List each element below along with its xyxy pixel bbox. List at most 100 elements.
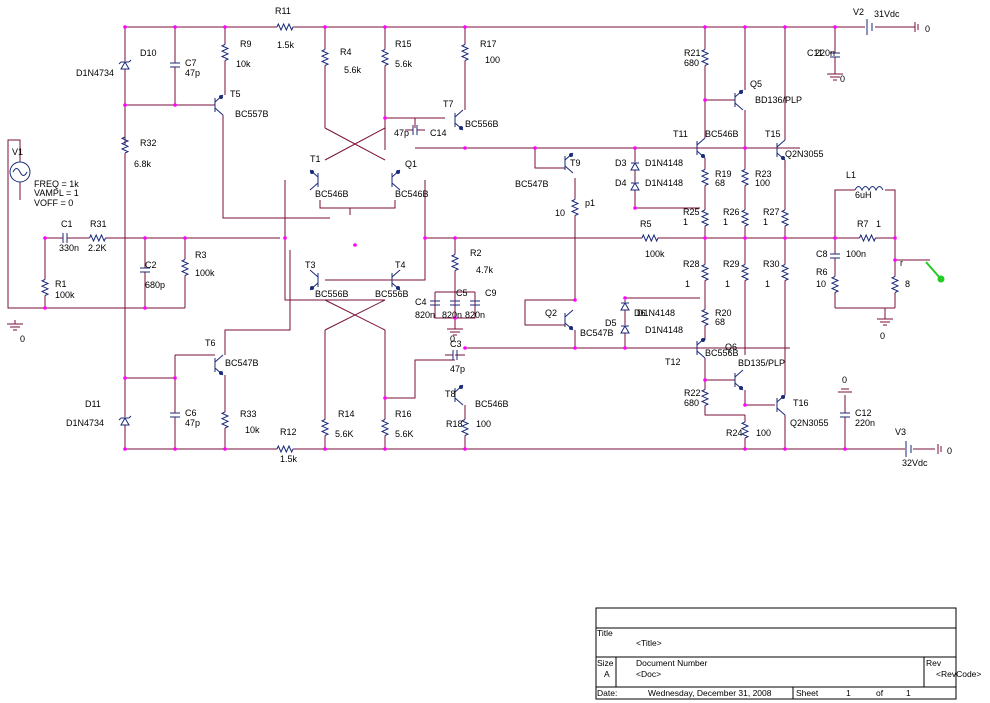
- part-value-r31: 2.2K: [88, 243, 107, 253]
- date-label: Date:: [597, 688, 617, 698]
- part-value-t15: Q2N3055: [785, 149, 824, 159]
- part-value-r16: 5.6K: [395, 429, 414, 439]
- part-ref-r32: R32: [140, 138, 157, 148]
- part-ref-c5: C5: [456, 288, 468, 298]
- part-value-c8: 100n: [846, 249, 866, 259]
- junction-node: [623, 346, 627, 350]
- part-ref-q5: Q5: [750, 79, 762, 89]
- resistor-r22: [700, 389, 710, 406]
- part-ref-t4: T4: [395, 260, 406, 270]
- junction-node: [123, 103, 127, 107]
- resistor-r12: [276, 444, 294, 454]
- title-block: Title <Title> Size A Document Number <Do…: [595, 607, 981, 700]
- junction-node: [893, 258, 897, 262]
- part-ref-r28: R28: [683, 259, 700, 269]
- part-value-r1: 100k: [55, 290, 75, 300]
- part-ref-r27: R27: [763, 207, 780, 217]
- title-label: Title: [597, 628, 613, 638]
- part-value-r2: 4.7k: [476, 265, 494, 275]
- part-value-r30: 1: [765, 279, 770, 289]
- part-ref-c7: C7: [185, 58, 197, 68]
- part-value-l1: 6uH: [855, 190, 872, 200]
- part-value-t6: BC547B: [225, 358, 259, 368]
- part-ref-l1: L1: [846, 170, 856, 180]
- part-value-c7: 47p: [185, 68, 200, 78]
- part-value-c12: 220n: [855, 418, 875, 428]
- junction-node: [743, 403, 747, 407]
- part-ref-r19: R19: [715, 169, 732, 179]
- resistor-r27: [780, 209, 790, 227]
- part-value-r18: 100: [476, 419, 491, 429]
- rev-label: Rev: [926, 658, 942, 668]
- part-value-q1: BC546B: [395, 189, 429, 199]
- junction-node: [743, 146, 747, 150]
- part-ref-r25: R25: [683, 207, 700, 217]
- part-ref-r14: R14: [338, 409, 355, 419]
- part-ref-d11: D11: [85, 399, 101, 409]
- sheet-label: Sheet: [796, 688, 819, 698]
- part-ref-t1: T1: [310, 154, 321, 164]
- part-value-r14: 5.6K: [335, 429, 354, 439]
- ground-label: 0: [450, 334, 455, 344]
- transistor-t3: [309, 269, 319, 291]
- part-ref-v2: V2: [853, 7, 864, 17]
- ground-label: 0: [20, 334, 25, 344]
- ground-symbol: [877, 315, 893, 326]
- ground-label: 0: [842, 375, 847, 385]
- part-ref-t7: T7: [443, 99, 454, 109]
- v1-voff: VOFF = 0: [34, 198, 73, 208]
- part-ref-t6: T6: [205, 338, 216, 348]
- part-value-t12: BC556B: [705, 348, 739, 358]
- junction-node: [533, 146, 537, 150]
- diode-d5: [620, 301, 630, 311]
- voltage-probe-icon: [925, 261, 941, 279]
- ground-symbol: [827, 70, 843, 81]
- part-value-r33: 10k: [245, 425, 260, 435]
- part-ref-c4: C4: [415, 297, 427, 307]
- junction-node: [223, 447, 227, 451]
- resistor-r5: [641, 233, 659, 243]
- junction-node: [783, 236, 787, 240]
- part-ref-r12: R12: [280, 427, 297, 437]
- transistor-t16: [776, 394, 786, 416]
- part-ref-d5: D5: [605, 318, 617, 328]
- part-value-t5: BC557B: [235, 109, 269, 119]
- resistor-r15: [380, 49, 390, 66]
- junction-node: [423, 236, 427, 240]
- ground-label: 0: [947, 446, 952, 456]
- transistor-q1: [391, 169, 401, 191]
- diode-d11: [118, 415, 132, 426]
- v1-freq: FREQ = 1k: [34, 179, 79, 189]
- sheet-total: 1: [906, 688, 911, 698]
- resistor-r16: [380, 419, 390, 436]
- resistor-r28: [700, 264, 710, 281]
- part-value-r32: 6.8k: [134, 159, 152, 169]
- part-ref-d10: D10: [140, 48, 157, 58]
- transistor-t5: [214, 94, 224, 116]
- resistor-r17: [460, 44, 470, 61]
- part-ref-t16: T16: [793, 398, 809, 408]
- part-value-c5: 820n: [442, 310, 462, 320]
- transistor-t12: [696, 337, 706, 359]
- part-value-r4: 5.6k: [344, 65, 362, 75]
- part-ref-r2: R2: [470, 248, 482, 258]
- part-value-r25: 1: [683, 217, 688, 227]
- junction-node: [173, 103, 177, 107]
- junction-node: [783, 25, 787, 29]
- part-value-d5: D1N4148: [637, 308, 675, 318]
- junction-node: [743, 236, 747, 240]
- resistor-r32: [120, 136, 130, 154]
- junction-node: [143, 236, 147, 240]
- docnum-value: <Doc>: [636, 669, 661, 679]
- junction-node: [123, 447, 127, 451]
- junction-node: [353, 243, 357, 247]
- resistor-r7: [859, 233, 876, 243]
- part-ref-t12: T12: [665, 357, 681, 367]
- junction-node: [573, 298, 577, 302]
- part-value-r29: 1: [725, 279, 730, 289]
- part-ref-v1: V1: [12, 147, 23, 157]
- junction-node: [783, 447, 787, 451]
- part-ref-q1: Q1: [405, 159, 417, 169]
- title-value: <Title>: [636, 638, 662, 648]
